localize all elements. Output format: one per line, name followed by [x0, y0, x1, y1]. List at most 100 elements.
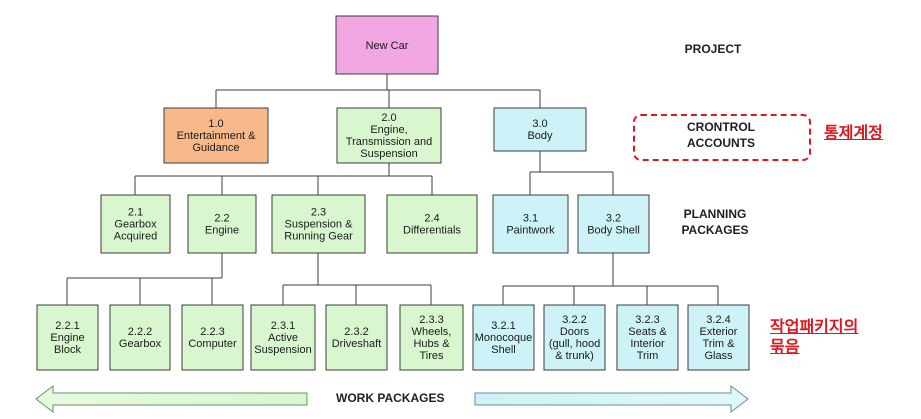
node-text-line: (gull, hood	[549, 338, 600, 350]
node-text-line: 3.2.1	[491, 320, 515, 332]
node-text-line: 3.2.2	[562, 314, 586, 326]
node-box	[492, 194, 569, 254]
node-box	[577, 194, 650, 254]
node-text-line: Paintwork	[506, 224, 555, 236]
node-text-line: Running Gear	[284, 230, 353, 242]
node-text-line: Glass	[704, 350, 733, 362]
node-text-line: Engine,	[370, 124, 407, 136]
node-box	[250, 304, 316, 371]
node-text-line: Acquired	[114, 230, 157, 242]
connector-6	[502, 253, 719, 305]
node-text-line: 2.1	[128, 206, 143, 218]
control-accounts-korean-label: 통제계정	[824, 125, 883, 142]
node-text-line: 3.2.4	[706, 314, 730, 326]
node-text-line: 3.1	[523, 212, 538, 224]
node-text-line: Driveshaft	[332, 338, 382, 350]
node-text-line: 2.2.2	[128, 326, 152, 338]
node-text-line: Doors	[560, 326, 590, 338]
node-text-line: Hubs &	[413, 338, 450, 350]
node-box	[325, 304, 388, 371]
connector-3	[529, 151, 614, 195]
node-text-line: Trim	[637, 350, 659, 362]
node-text-line: 2.3	[311, 206, 326, 218]
node-text-line: Active	[268, 332, 298, 344]
control-accounts-label: CRONTROL ACCOUNTS	[633, 119, 809, 151]
connector-5	[282, 253, 432, 305]
node-text-line: Tires	[419, 350, 444, 362]
connector-lines	[66, 74, 719, 305]
node-box	[386, 194, 478, 254]
node-text-line: Guidance	[192, 142, 239, 154]
node-text-line: Differentials	[403, 224, 461, 236]
node-box	[181, 304, 244, 371]
node-text-line: 3.0	[532, 118, 547, 130]
node-text-line: 3.2	[606, 212, 621, 224]
node-text-line: & trunk)	[555, 350, 594, 362]
node-text-line: Gearbox	[114, 218, 157, 230]
work-packages-korean-line-1: 작업패키지의	[770, 319, 859, 336]
node-text-line: New Car	[366, 40, 409, 52]
connector-2	[134, 163, 433, 195]
node-text-line: Suspension	[254, 344, 312, 356]
node-box	[163, 107, 269, 164]
node-text-line: 2.4	[424, 212, 439, 224]
node-text-line: Block	[54, 344, 81, 356]
control-accounts-line-2: ACCOUNTS	[687, 136, 755, 150]
node-text-line: Shell	[491, 344, 515, 356]
node-box	[543, 304, 606, 371]
connector-4	[66, 253, 223, 305]
control-accounts-line-1: CRONTROL	[687, 120, 755, 134]
planning-packages-line-1: PLANNING	[683, 207, 747, 221]
node-text-line: 2.2.3	[200, 326, 224, 338]
node-text-line: Trim &	[703, 338, 736, 350]
node-box	[472, 304, 535, 371]
node-text-line: Gearbox	[119, 338, 162, 350]
node-text-line: Suspension	[360, 148, 418, 160]
node-box	[493, 107, 587, 152]
work-packages-label: WORK PACKAGES	[336, 391, 445, 405]
work-packages-korean-line-2: 묶음	[770, 339, 800, 356]
node-text-line: 2.0	[381, 112, 396, 124]
node-text-line: 3.2.3	[635, 314, 659, 326]
node-text-line: 2.2	[214, 212, 229, 224]
node-box	[335, 15, 439, 75]
node-box	[187, 194, 257, 254]
node-text-line: Engine	[205, 224, 239, 236]
node-box	[100, 194, 171, 254]
node-text-line: Seats &	[628, 326, 667, 338]
node-text-line: 2.2.1	[55, 320, 79, 332]
work-packages-arrow-right	[474, 384, 749, 414]
work-packages-arrow-left	[35, 384, 308, 414]
node-text-line: 2.3.2	[344, 326, 368, 338]
planning-packages-label: PLANNING PACKAGES	[665, 206, 765, 238]
node-box	[616, 304, 679, 371]
node-text-line: Computer	[188, 338, 237, 350]
node-text-line: Body Shell	[587, 224, 640, 236]
node-text-line: Transmission and	[346, 136, 432, 148]
node-text-line: 2.3.3	[419, 314, 443, 326]
project-label: PROJECT	[684, 42, 742, 56]
node-box	[271, 194, 366, 254]
node-text-line: Entertainment &	[177, 130, 257, 142]
node-text-line: 1.0	[208, 118, 223, 130]
node-text-line: 2.3.1	[271, 320, 295, 332]
node-text-line: Interior	[630, 338, 665, 350]
node-text-line: Exterior	[700, 326, 738, 338]
